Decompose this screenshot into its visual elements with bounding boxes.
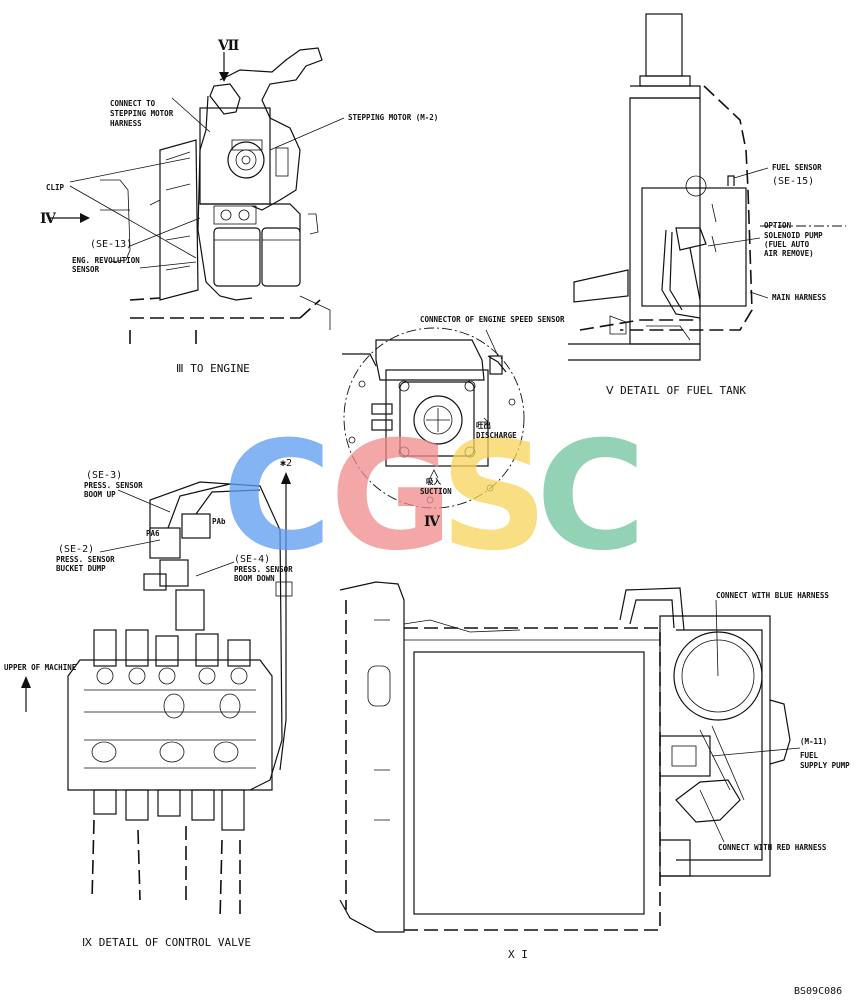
- se3-desc-2: BOOM UP: [84, 490, 116, 499]
- solenoid-label-2: (FUEL AUTO: [764, 240, 810, 249]
- upper-of-machine-label: UPPER OF MACHINE: [4, 663, 77, 672]
- se15-label: (SE-15): [772, 176, 814, 187]
- se13-label: (SE-13): [90, 239, 132, 250]
- se4-desc-1: PRESS. SENSOR: [234, 565, 293, 574]
- connect-stepping-label-3: HARNESS: [110, 119, 142, 128]
- fuel-tank-caption: Ⅴ DETAIL OF FUEL TANK: [606, 384, 746, 397]
- control-valve-view: [21, 472, 293, 921]
- solenoid-label-3: AIR REMOVE): [764, 249, 814, 258]
- connect-stepping-label-1: CONNECT TO: [110, 99, 156, 108]
- se2-desc-1: PRESS. SENSOR: [56, 555, 115, 564]
- clip-label: CLIP: [46, 183, 65, 192]
- suction-kanji-label: 吸入: [426, 477, 441, 486]
- pump-view: [342, 327, 525, 509]
- fuel-sensor-label: FUEL SENSOR: [772, 163, 822, 172]
- fuel-pump-label-1: FUEL: [800, 751, 819, 760]
- control-valve-caption: Ⅸ DETAIL OF CONTROL VALVE: [82, 936, 251, 949]
- se2-label: (SE-2): [58, 544, 94, 555]
- watermark: C G S C: [222, 410, 646, 584]
- option-label: OPTION: [764, 221, 792, 230]
- watermark-letter-4: C: [536, 410, 646, 584]
- se2-desc-2: BUCKET DUMP: [56, 564, 106, 573]
- stepping-motor-label: STEPPING MOTOR (M-2): [348, 113, 438, 122]
- watermark-letter-2: G: [330, 410, 453, 584]
- discharge-label: DISCHARGE: [476, 431, 517, 440]
- connector-speed-sensor-label: CONNECTOR OF ENGINE SPEED SENSOR: [420, 315, 565, 324]
- document-code: BS09C086: [794, 986, 842, 997]
- eng-rev-label-2: SENSOR: [72, 265, 100, 274]
- frame-view: [339, 581, 801, 933]
- frame-caption: X I: [508, 948, 528, 961]
- engine-view: [50, 47, 345, 344]
- se3-desc-1: PRESS. SENSOR: [84, 481, 143, 490]
- eng-rev-label-1: ENG. REVOLUTION: [72, 256, 140, 265]
- suction-label: SUCTION: [420, 487, 452, 496]
- fuel-tank-view: [568, 13, 846, 361]
- pump-caption: Ⅳ: [424, 514, 441, 530]
- se4-label: (SE-4): [234, 554, 270, 565]
- m11-label: (M-11): [800, 737, 827, 746]
- discharge-kanji-label: 吐出: [476, 420, 491, 430]
- pab-label: PAb: [212, 517, 226, 526]
- main-harness-label: MAIN HARNESS: [772, 293, 827, 302]
- solenoid-label-1: SOLENOID PUMP: [764, 231, 823, 240]
- engine-marker-top: Ⅶ: [217, 38, 239, 54]
- connect-stepping-label-2: STEPPING MOTOR: [110, 109, 174, 118]
- fuel-pump-label-2: SUPPLY PUMP: [800, 761, 850, 770]
- pa-label: PA6: [146, 529, 160, 538]
- engine-marker-left: Ⅳ: [40, 211, 57, 227]
- blue-harness-label: CONNECT WITH BLUE HARNESS: [716, 591, 829, 600]
- red-harness-label: CONNECT WITH RED HARNESS: [718, 843, 827, 852]
- se3-label: (SE-3): [86, 470, 122, 481]
- engine-caption: Ⅲ TO ENGINE: [176, 362, 250, 375]
- star-marker: ✱2: [280, 458, 292, 469]
- watermark-letter-1: C: [222, 410, 332, 584]
- watermark-letter-3: S: [440, 410, 548, 584]
- se4-desc-2: BOOM DOWN: [234, 574, 275, 583]
